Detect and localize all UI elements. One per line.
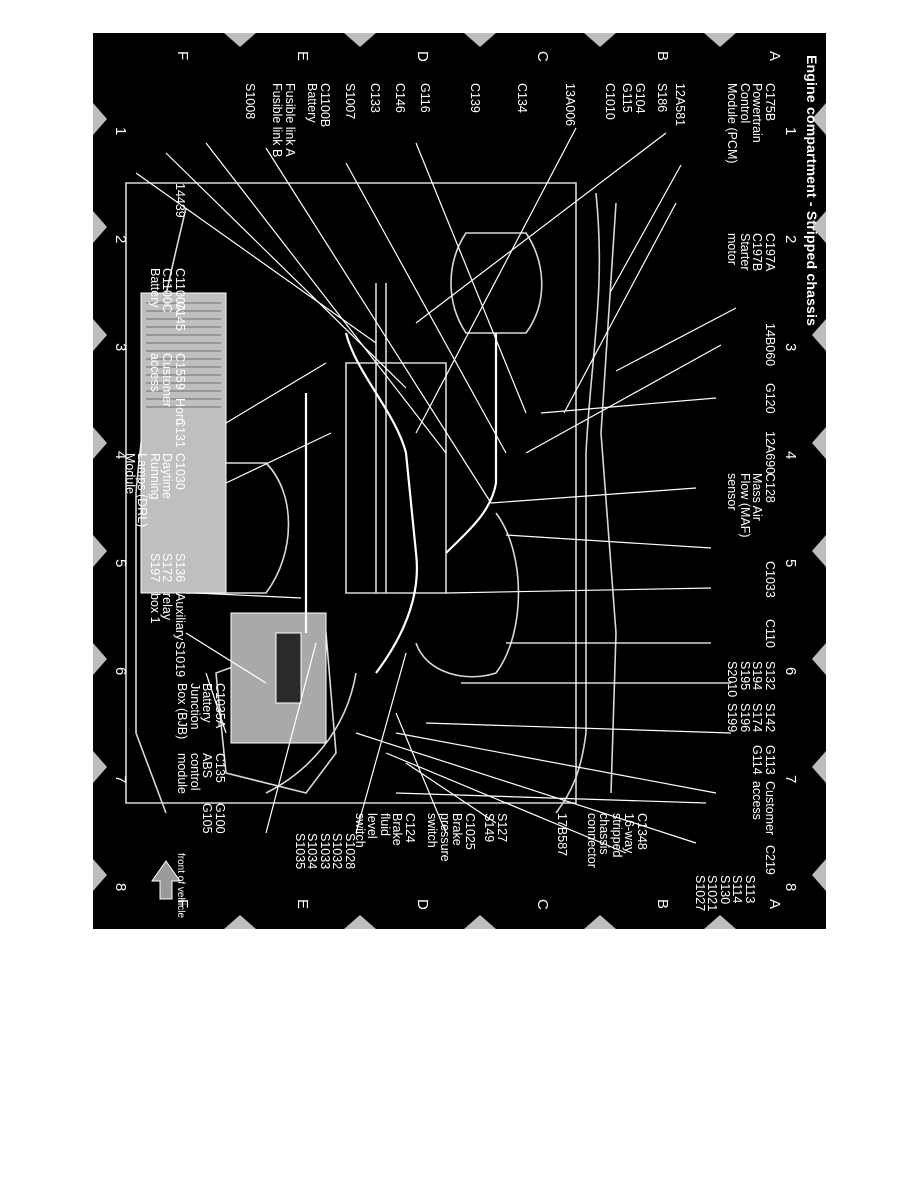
grid-column-7-bottom: 7 xyxy=(112,775,129,784)
label-17b587: 17B587 xyxy=(555,813,569,857)
grid-column-2-bottom: 2 xyxy=(112,235,129,244)
radiator-fins xyxy=(146,302,221,408)
grid-column-1-bottom: 1 xyxy=(112,127,129,136)
label-s1019: S1019 xyxy=(173,641,187,678)
label-s127-s149: S127 S149 xyxy=(482,813,510,843)
grid-column-2: 2 xyxy=(782,235,799,244)
label-s132-group: S132 S194 S195 S2010 xyxy=(725,661,778,698)
label-c1033: C1033 xyxy=(763,561,777,598)
diagram-title: Engine compartment - Stripped chassis xyxy=(804,55,820,327)
label-c1348-connector: C1348 16-way stripped chassis connector xyxy=(585,813,649,868)
grid-column-8: 8 xyxy=(782,883,799,892)
grid-column-6: 6 xyxy=(782,667,799,676)
label-s1008: S1008 xyxy=(243,83,257,120)
label-s136-group: S136 S172 S197 xyxy=(148,553,187,583)
label-s113-group: S113 S114 S130 S1021 S1027 xyxy=(693,875,757,912)
label-c1035a-bjb: C1035A Battery Junction Box (BJB) xyxy=(175,683,228,740)
label-fusible-links: Fusible link A Fusible link B xyxy=(270,83,298,158)
label-c1025-brake-switch: C1025 Brake pressure switch xyxy=(425,813,478,862)
label-g120: G120 xyxy=(763,383,777,414)
label-c145: C145 xyxy=(173,301,187,331)
grid-row-b: B xyxy=(654,51,671,62)
grid-column-8-bottom: 8 xyxy=(112,883,129,892)
grid-row-e-right: E xyxy=(294,899,311,910)
diagram-stage: Engine compartment - Stripped chassis 1 … xyxy=(93,33,826,929)
label-c110: C110 xyxy=(763,619,777,648)
grid-row-c: C xyxy=(534,51,551,62)
label-c197-starter: C197A C197B Starter motor xyxy=(725,233,778,272)
label-c134: C134 xyxy=(515,83,529,113)
grid-column-5: 5 xyxy=(782,559,799,568)
wiring-harness xyxy=(304,332,498,674)
label-c128-maf: C128 Mass Air Flow (MAF) sensor xyxy=(725,473,778,538)
label-14439: 14439 xyxy=(173,183,187,218)
grid-row-d: D xyxy=(414,51,431,62)
grid-row-d-right: D xyxy=(414,899,431,910)
label-c175b-pcm: C175B Powertrain Control Module (PCM) xyxy=(725,83,778,164)
label-c219: C219 xyxy=(763,845,777,875)
label-auxiliary-relay: Auxiliary relay box 1 xyxy=(148,593,187,641)
label-c139: C139 xyxy=(468,83,482,113)
grid-row-c-right: C xyxy=(534,899,551,910)
bjb-label-plate xyxy=(275,632,302,704)
label-s142-group: S142 S174 S196 S199 xyxy=(725,703,778,733)
grid-column-1: 1 xyxy=(782,127,799,136)
label-c1010: C1010 xyxy=(603,83,617,120)
grid-row-a-right: A xyxy=(766,899,783,910)
label-s186: S186 xyxy=(655,83,669,113)
label-13a006: 13A006 xyxy=(563,83,577,127)
edge-markers xyxy=(93,33,826,929)
label-g104-g115: G104 G115 xyxy=(620,83,648,114)
label-12a690: 12A690 xyxy=(763,431,777,475)
label-s1007: S1007 xyxy=(343,83,357,120)
label-customer-access-a: Customer access xyxy=(750,781,778,836)
label-c131: C131 xyxy=(173,418,187,448)
leader-lines xyxy=(135,127,737,854)
grid-row-a: A xyxy=(766,51,783,62)
label-g100-g105: G100 G105 xyxy=(200,803,228,834)
label-c1030-drl: C1030 Daytime Running Lamps (DRL) Module xyxy=(123,453,187,528)
grid-row-e: E xyxy=(294,51,311,62)
label-g113-g114: G113 G114 xyxy=(750,745,778,775)
grid-column-7: 7 xyxy=(782,775,799,784)
label-12a581: 12A581 xyxy=(673,83,687,127)
label-c124-fluid-switch: C124 Brake fluid level switch xyxy=(353,813,417,848)
front-of-vehicle-arrow xyxy=(151,860,181,900)
label-c133: C133 xyxy=(368,83,382,113)
label-c146: C146 xyxy=(393,83,407,113)
label-14b060: 14B060 xyxy=(763,323,777,367)
grid-row-f: F xyxy=(174,51,191,61)
label-g116: G116 xyxy=(418,83,432,113)
label-c135-abs: C135 ABS control module xyxy=(175,753,228,794)
grid-column-3: 3 xyxy=(782,343,799,352)
label-s1028-group: S1028 S1032 S1033 S1034 S1035 xyxy=(293,833,357,870)
grid-column-5-bottom: 5 xyxy=(112,559,129,568)
grid-column-3-bottom: 3 xyxy=(112,343,129,352)
diagram-art xyxy=(93,33,826,929)
radiator-block xyxy=(140,292,227,594)
grid-column-4: 4 xyxy=(782,451,799,460)
grid-row-b-right: B xyxy=(654,899,671,910)
grid-column-6-bottom: 6 xyxy=(112,667,129,676)
label-c1100b-battery: C1100B Battery xyxy=(305,83,333,128)
front-of-vehicle-label: front of vehicle xyxy=(175,853,186,919)
